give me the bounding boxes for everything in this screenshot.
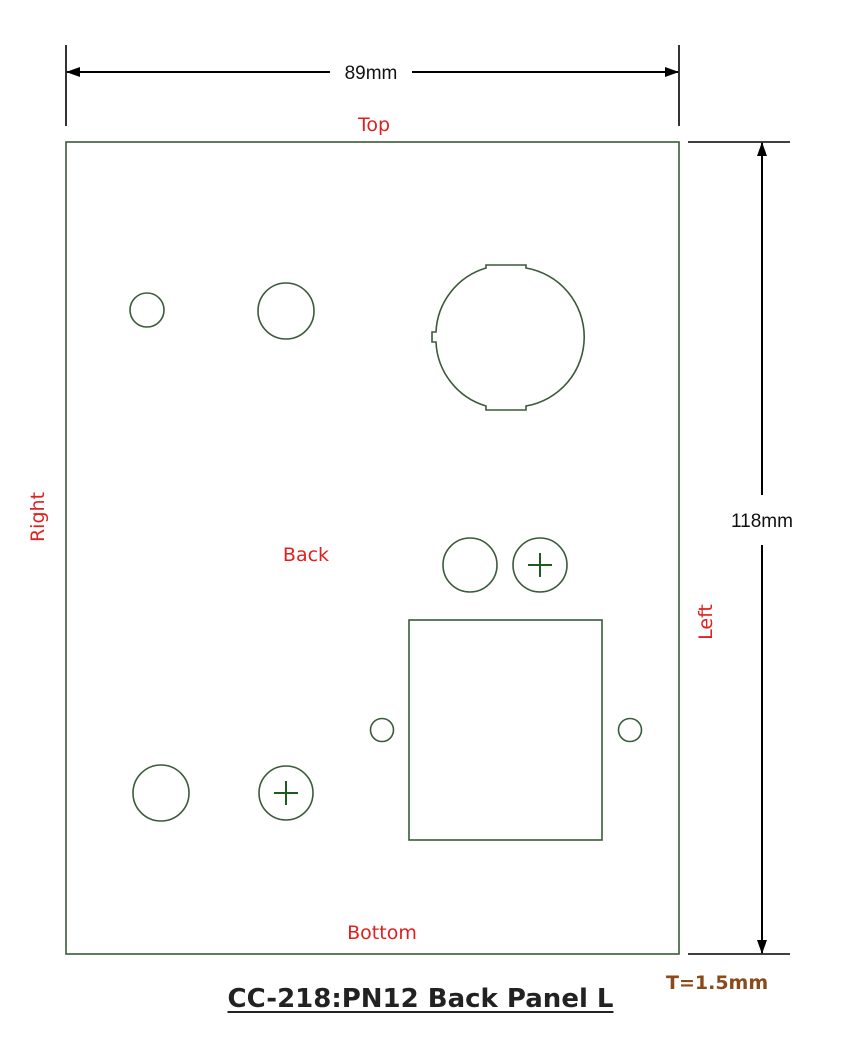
- height-dimension-label: 118mm: [731, 511, 793, 532]
- screw-hole-bottom: [258, 765, 314, 821]
- drawing-title-text: CC-218:PN12 Back Panel L: [227, 984, 614, 1014]
- screw-hole-middle: [512, 537, 568, 593]
- width-dimension-label: 89mm: [345, 63, 398, 84]
- screw-cross-middle-icon: [528, 553, 552, 577]
- mount-hole-right: [617, 717, 643, 743]
- hole-medium-middle: [442, 537, 498, 593]
- hole-medium-bottom-left: [132, 764, 190, 822]
- label-left: Left: [695, 604, 717, 640]
- mount-hole-left: [369, 717, 395, 743]
- hole-small-top-left: [129, 292, 165, 328]
- label-bottom: Bottom: [347, 922, 417, 944]
- screw-cross-bottom-icon: [274, 781, 298, 805]
- label-right: Right: [27, 492, 49, 542]
- rectangular-cutout: [408, 619, 603, 841]
- drawing-title: CC-218:PN12 Back Panel L: [0, 984, 841, 1014]
- connector-hole-keyed: [431, 264, 585, 411]
- label-top: Top: [357, 114, 390, 136]
- label-back: Back: [283, 544, 329, 566]
- panel-outline: [65, 141, 680, 955]
- hole-medium-top: [257, 282, 315, 340]
- thickness-label: T=1.5mm: [666, 972, 769, 994]
